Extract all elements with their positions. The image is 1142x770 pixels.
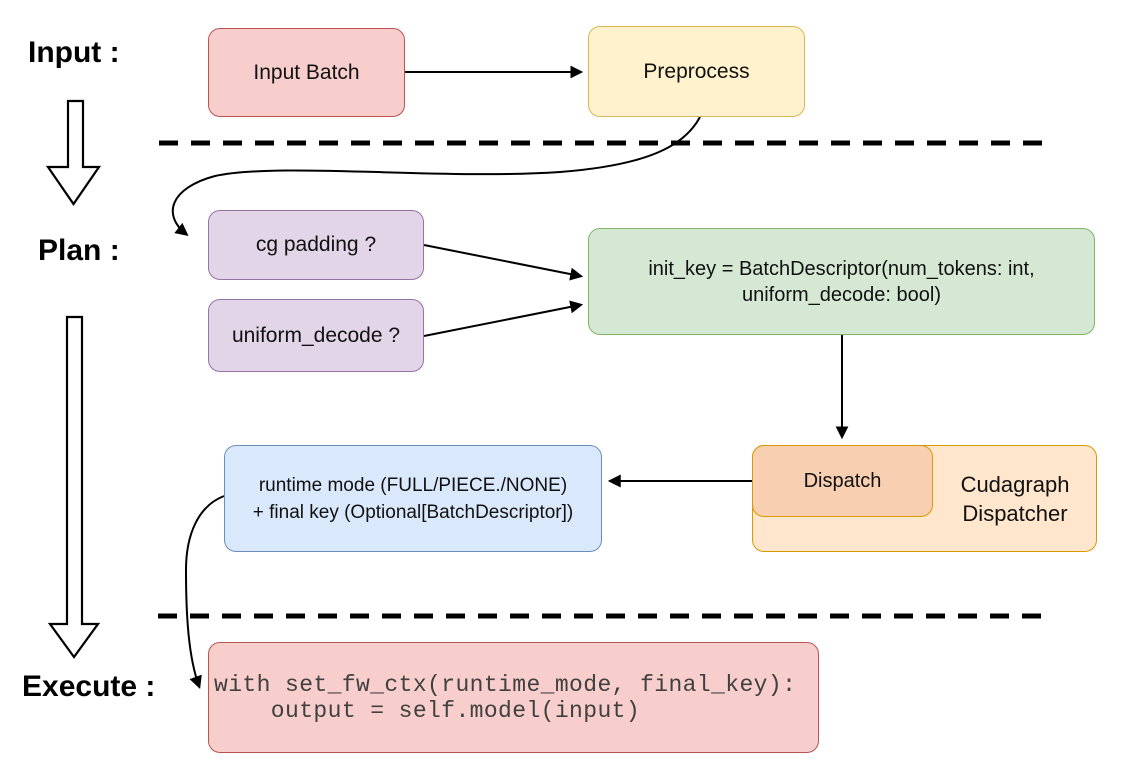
node-init-key: init_key = BatchDescriptor(num_tokens: i…	[588, 228, 1095, 335]
node-preprocess-label: Preprocess	[643, 59, 750, 83]
node-uniform-decode-label: uniform_decode ?	[231, 323, 401, 347]
arrow-uniformdecode-to-initkey	[423, 300, 584, 337]
stage-label-execute: Execute :	[22, 670, 156, 703]
node-runtime-mode-line1: runtime mode (FULL/PIECE./NONE)	[258, 474, 568, 496]
node-init-key-line2: uniform_decode: bool)	[741, 283, 941, 306]
arrow-runtimemode-to-execute	[184, 495, 225, 690]
arrow-cgpadding-to-initkey	[423, 244, 584, 281]
stage-arrow-plan-to-execute	[47, 315, 101, 659]
node-cudagraph-dispatcher: Dispatch Cudagraph Dispatcher	[752, 445, 1097, 552]
stage-label-input: Input :	[28, 36, 120, 69]
node-uniform-decode: uniform_decode ?	[208, 299, 424, 372]
node-input-batch: Input Batch	[208, 28, 405, 117]
node-dispatch: Dispatch	[752, 445, 933, 517]
cudagraph-dispatcher-line1: Cudagraph	[960, 471, 1070, 497]
node-cg-padding: cg padding ?	[208, 210, 424, 280]
node-input-batch-label: Input Batch	[253, 60, 360, 84]
arrow-preprocess-to-cgpadding	[171, 116, 701, 237]
node-preprocess: Preprocess	[588, 26, 805, 117]
cudagraph-dispatcher-label: Cudagraph Dispatcher	[936, 446, 1094, 551]
stage-label-plan: Plan :	[38, 234, 120, 267]
node-init-key-line1: init_key = BatchDescriptor(num_tokens: i…	[648, 257, 1035, 280]
execute-code-line2: output = self.model(input)	[214, 697, 641, 724]
cudagraph-dispatcher-line2: Dispatcher	[962, 500, 1068, 526]
node-execute-code: with set_fw_ctx(runtime_mode, final_key)…	[208, 642, 819, 753]
node-dispatch-label: Dispatch	[803, 470, 882, 492]
node-runtime-mode: runtime mode (FULL/PIECE./NONE) + final …	[224, 445, 602, 552]
stage-arrow-input-to-plan	[45, 99, 102, 206]
node-cg-padding-label: cg padding ?	[255, 233, 377, 256]
execute-code-line1: with set_fw_ctx(runtime_mode, final_key)…	[214, 671, 797, 698]
node-runtime-mode-line2: + final key (Optional[BatchDescriptor])	[252, 501, 574, 523]
